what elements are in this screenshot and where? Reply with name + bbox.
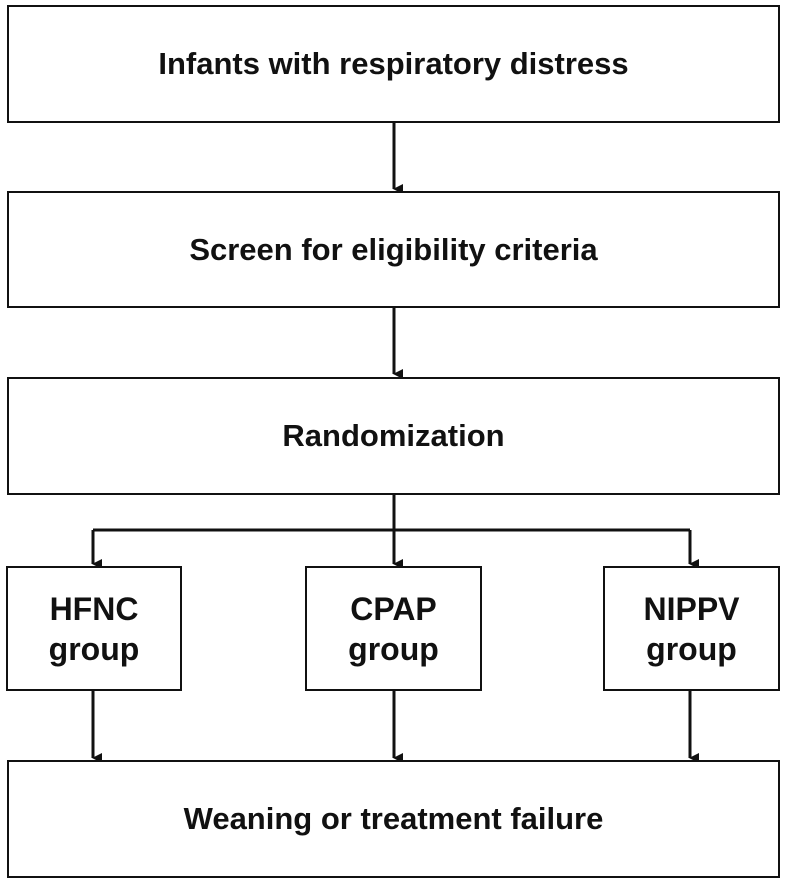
step-final-box: Weaning or treatment failure (7, 760, 780, 878)
group-nippv-box: NIPPV group (603, 566, 780, 691)
group-nippv-name: NIPPV (643, 590, 740, 627)
group-hfnc-box: HFNC group (6, 566, 182, 691)
group-cpap-name: CPAP (350, 590, 437, 627)
group-cpap-box: CPAP group (305, 566, 482, 691)
step-final-label: Weaning or treatment failure (183, 801, 604, 836)
step-randomization-box: Randomization (7, 377, 780, 495)
step-randomization-label: Randomization (282, 418, 505, 453)
group-cpap-word: group (348, 630, 439, 667)
group-hfnc-name: HFNC (49, 590, 139, 627)
step-screen-label: Screen for eligibility criteria (189, 231, 598, 267)
step-infants-box: Infants with respiratory distress (7, 5, 780, 123)
step-infants-label: Infants with respiratory distress (158, 46, 629, 81)
group-hfnc-word: group (48, 630, 140, 667)
step-screen-box: Screen for eligibility criteria (7, 191, 780, 308)
group-nippv-word: group (646, 630, 737, 667)
